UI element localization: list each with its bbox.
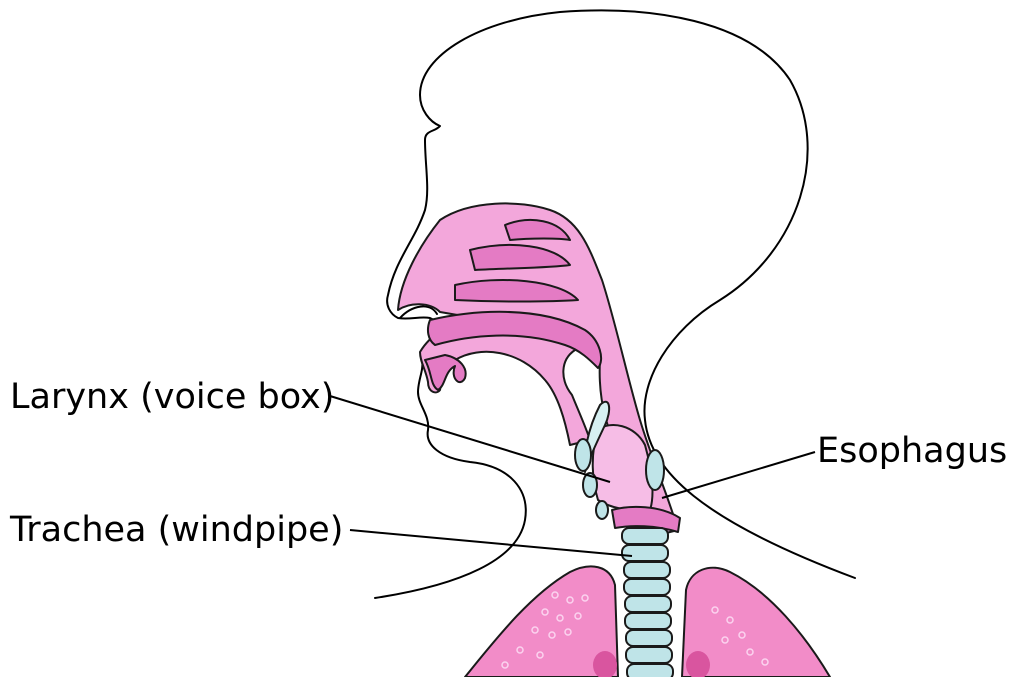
trachea-rings <box>622 528 673 677</box>
nostril-outline <box>400 306 437 318</box>
trachea-label: Trachea (windpipe) <box>9 510 343 550</box>
esophagus-label: Esophagus <box>817 431 1007 471</box>
esophagus-leader-line <box>662 452 815 498</box>
larynx-label: Larynx (voice box) <box>10 377 334 417</box>
trachea-leader-line <box>350 530 632 556</box>
